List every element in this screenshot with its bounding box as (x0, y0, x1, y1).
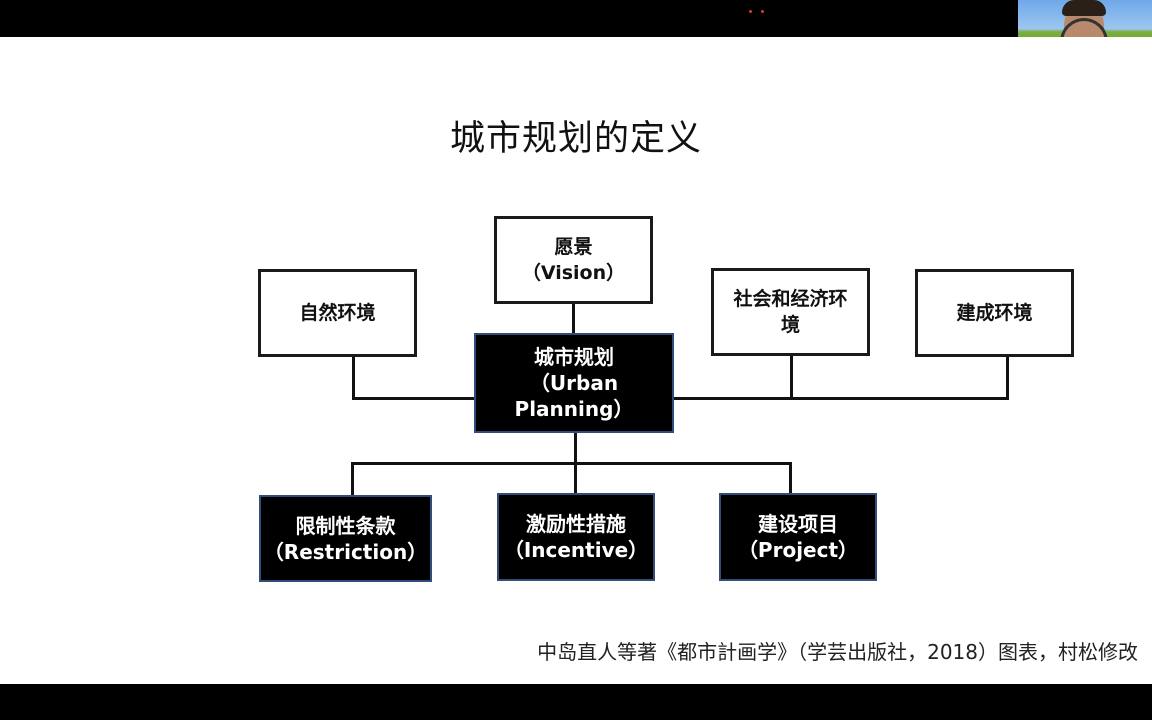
connector-restriction-drop (351, 462, 354, 497)
node-urban-planning: 城市规划 （Urban Planning） (474, 333, 674, 433)
node-built-environment: 建成环境 (915, 269, 1074, 357)
connector-social-drop (790, 355, 793, 399)
connector-right-horizontal (672, 397, 1009, 400)
node-restriction: 限制性条款 （Restriction） (259, 495, 432, 582)
speaker-hair (1062, 0, 1106, 16)
source-citation: 中岛直人等著《都市計画学》（学芸出版社，2018）图表，村松修改 (537, 640, 1138, 664)
connector-top-vision (572, 303, 575, 335)
connector-left-drop (352, 356, 355, 400)
bottom-black-bar (0, 684, 1152, 720)
node-vision: 愿景 （Vision） (494, 216, 653, 304)
connector-left-horizontal (352, 397, 476, 400)
connector-built-drop (1006, 356, 1009, 400)
top-black-bar (0, 0, 1152, 37)
connector-center-down (574, 432, 577, 464)
node-incentive: 激励性措施 （Incentive） (497, 493, 655, 581)
node-project: 建设项目 （Project） (719, 493, 877, 581)
connector-incentive-drop (574, 462, 577, 494)
connector-project-drop (789, 462, 792, 494)
slide-title: 城市规划的定义 (449, 119, 702, 159)
node-socioeconomic-environment: 社会和经济环 境 (711, 268, 870, 356)
connector-bottom-horizontal (351, 462, 792, 465)
node-natural-environment: 自然环境 (258, 269, 417, 357)
window-dots-icon (749, 10, 773, 16)
